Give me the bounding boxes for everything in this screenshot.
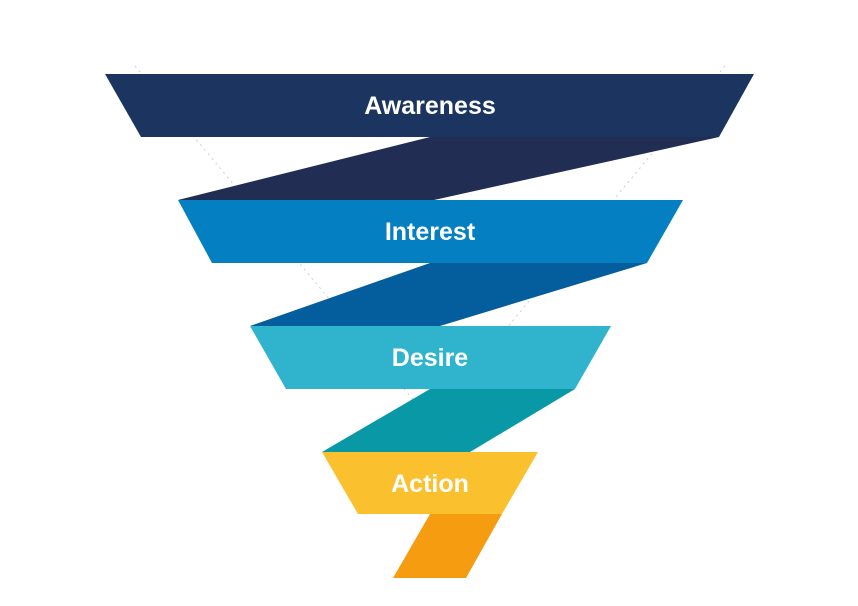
stage-desire-label: Desire xyxy=(392,344,469,372)
stage-action-fold xyxy=(393,514,502,578)
stage-interest-band xyxy=(178,200,683,263)
stage-interest-fold xyxy=(250,263,647,326)
stage-action-label: Action xyxy=(391,470,469,498)
stage-desire-band xyxy=(250,326,611,389)
stage-action: Action xyxy=(322,452,538,578)
stage-desire: Desire xyxy=(250,326,611,452)
stage-awareness: Awareness xyxy=(105,74,754,200)
stage-action-band xyxy=(322,452,538,514)
stage-awareness-label: Awareness xyxy=(364,92,496,120)
stage-desire-fold xyxy=(322,389,575,452)
stage-interest-label: Interest xyxy=(385,218,476,246)
stage-awareness-band xyxy=(105,74,754,137)
stage-interest: Interest xyxy=(178,200,683,326)
stage-awareness-fold xyxy=(178,137,719,200)
